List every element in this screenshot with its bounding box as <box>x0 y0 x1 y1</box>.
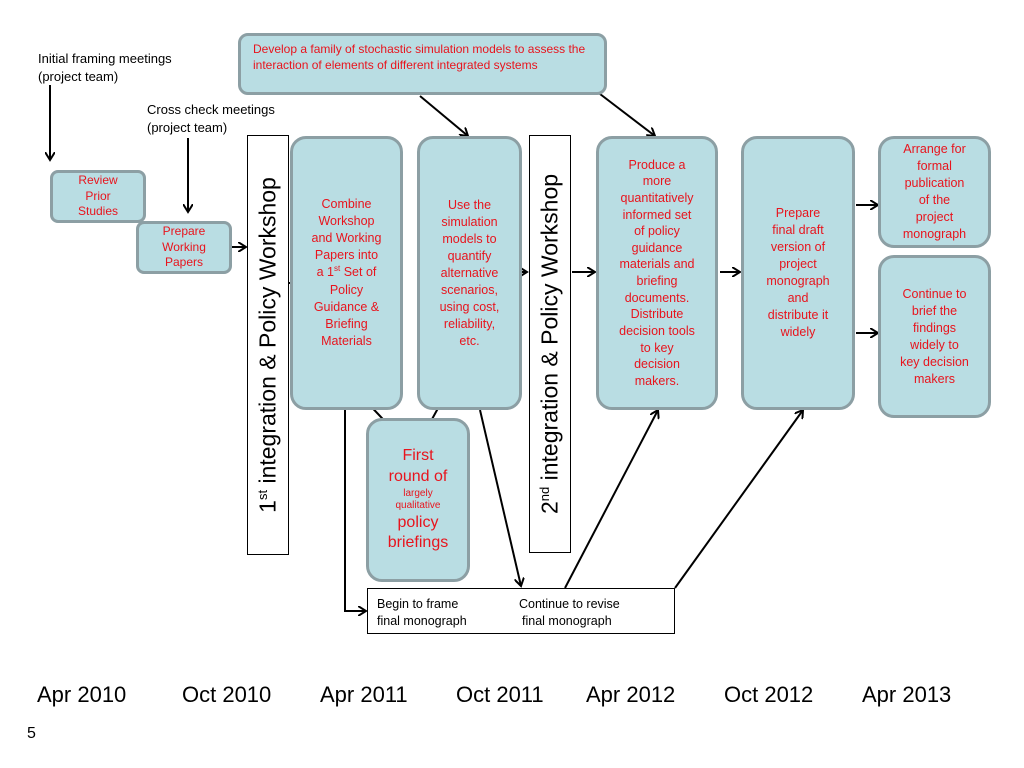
continue-monograph-text: Continue to revise final monograph <box>519 597 620 628</box>
arrow-monograph-to-produce <box>564 410 658 589</box>
timeline-date: Oct 2012 <box>724 682 814 707</box>
workshop-2-bar: 2nd integration & Policy Workshop <box>529 135 571 553</box>
monograph-box: Begin to frame final monograph Continue … <box>367 588 675 634</box>
first-round-briefings-box: First round of largely qualitative polic… <box>366 418 470 582</box>
timeline-date: Apr 2010 <box>37 682 127 707</box>
cross-check-meetings-label: Cross check meetings (project team) <box>147 102 275 135</box>
initial-meetings-label: Initial framing meetings (project team) <box>38 51 172 84</box>
timeline-date: Apr 2011 <box>320 682 408 707</box>
page-number: 5 <box>27 725 36 742</box>
workshop-1-bar: 1st integration & Policy Workshop <box>247 135 289 555</box>
arrow-combine-to-monograph <box>344 410 366 611</box>
workshop-2-label: 2nd integration & Policy Workshop <box>536 173 563 515</box>
timeline-date: Oct 2011 <box>456 682 544 707</box>
timeline-date: Oct 2010 <box>182 682 272 707</box>
arrow-topbox-to-simulate <box>419 95 468 136</box>
arrow-monograph-to-draft <box>674 410 803 589</box>
begin-monograph-text: Begin to frame final monograph <box>377 597 467 628</box>
workshop-1-label: 1st integration & Policy Workshop <box>254 177 281 513</box>
arrow-simulate-to-monograph <box>479 409 521 586</box>
timeline-date: Apr 2012 <box>586 682 676 707</box>
combine-workshop-box: Combine Workshop and Working Papers into… <box>290 136 403 410</box>
stochastic-models-box: Develop a family of stochastic simulatio… <box>238 33 607 95</box>
timeline-date: Apr 2013 <box>862 682 952 707</box>
arrow-topbox-to-produce <box>599 93 655 136</box>
